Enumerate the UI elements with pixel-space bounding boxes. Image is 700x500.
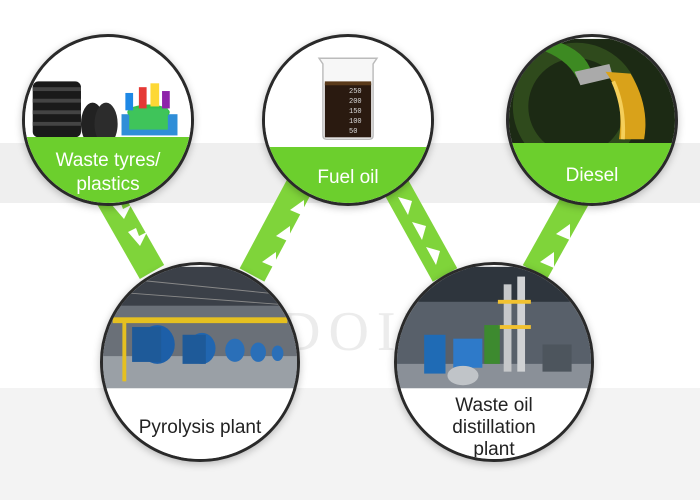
diesel-pump-image	[509, 37, 675, 147]
beaker-tick: 250	[349, 87, 362, 97]
beaker-tick: 200	[349, 97, 362, 107]
node-fuel-label: Fuel oil	[265, 147, 431, 206]
node-pyrolysis-plant: Pyrolysis plant	[100, 262, 300, 462]
beaker-tick: 150	[349, 107, 362, 117]
node-waste-label: Waste tyres/ plastics	[25, 137, 191, 206]
node-pyrolysis-label: Pyrolysis plant	[103, 390, 297, 462]
beaker-tick: 100	[349, 117, 362, 127]
distillation-plant-image	[397, 265, 591, 390]
node-fuel-oil: 250 200 150 100 50 Fuel oil	[262, 34, 434, 206]
node-diesel: Diesel	[506, 34, 678, 206]
beaker-ticks: 250 200 150 100 50	[349, 87, 362, 137]
arrow-distillation-to-diesel	[535, 195, 578, 272]
node-distillation-plant: Waste oil distillation plant	[394, 262, 594, 462]
pyrolysis-plant-image	[103, 265, 297, 390]
node-distillation-label: Waste oil distillation plant	[397, 390, 591, 462]
arrow-waste-to-pyrolysis	[108, 195, 152, 272]
beaker-tick: 50	[349, 127, 362, 137]
node-diesel-label: Diesel	[509, 143, 675, 206]
beaker-image	[265, 37, 431, 147]
tyres-plastics-image	[25, 37, 191, 147]
node-waste-tyres-plastics: Waste tyres/ plastics	[22, 34, 194, 206]
